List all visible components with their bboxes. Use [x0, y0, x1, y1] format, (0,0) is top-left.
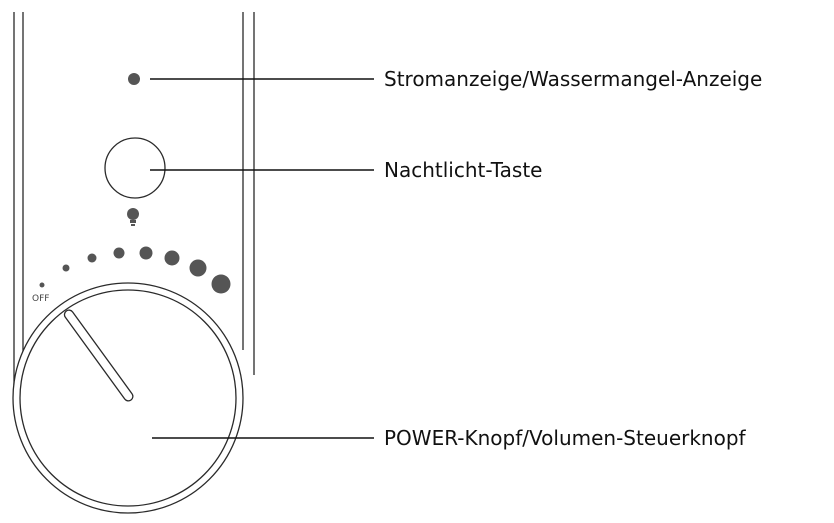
knob-pointer	[63, 309, 134, 402]
level-dot-7	[189, 259, 207, 277]
level-dot-3	[87, 253, 97, 263]
label-nightlight-button: Nachtlicht-Taste	[384, 158, 543, 182]
off-label: OFF	[32, 294, 50, 304]
label-power-indicator: Stromanzeige/Wassermangel-Anzeige	[384, 67, 763, 91]
label-power-knob: POWER-Knopf/Volumen-Steuerknopf	[384, 426, 746, 450]
nightlight-button[interactable]	[104, 137, 166, 199]
lightbulb-icon	[127, 208, 139, 226]
level-dot-2	[62, 264, 70, 272]
volume-level-dots	[39, 246, 231, 294]
level-dot-1	[39, 282, 45, 288]
power-indicator-lamp	[128, 73, 140, 85]
level-dot-5	[139, 246, 153, 260]
knob-inner-ring	[19, 289, 237, 507]
level-dot-8	[211, 274, 231, 294]
level-dot-4	[113, 247, 125, 259]
device-body	[13, 12, 255, 385]
leader-lines	[150, 78, 374, 439]
level-dot-6	[164, 250, 180, 266]
power-knob[interactable]	[12, 282, 244, 514]
